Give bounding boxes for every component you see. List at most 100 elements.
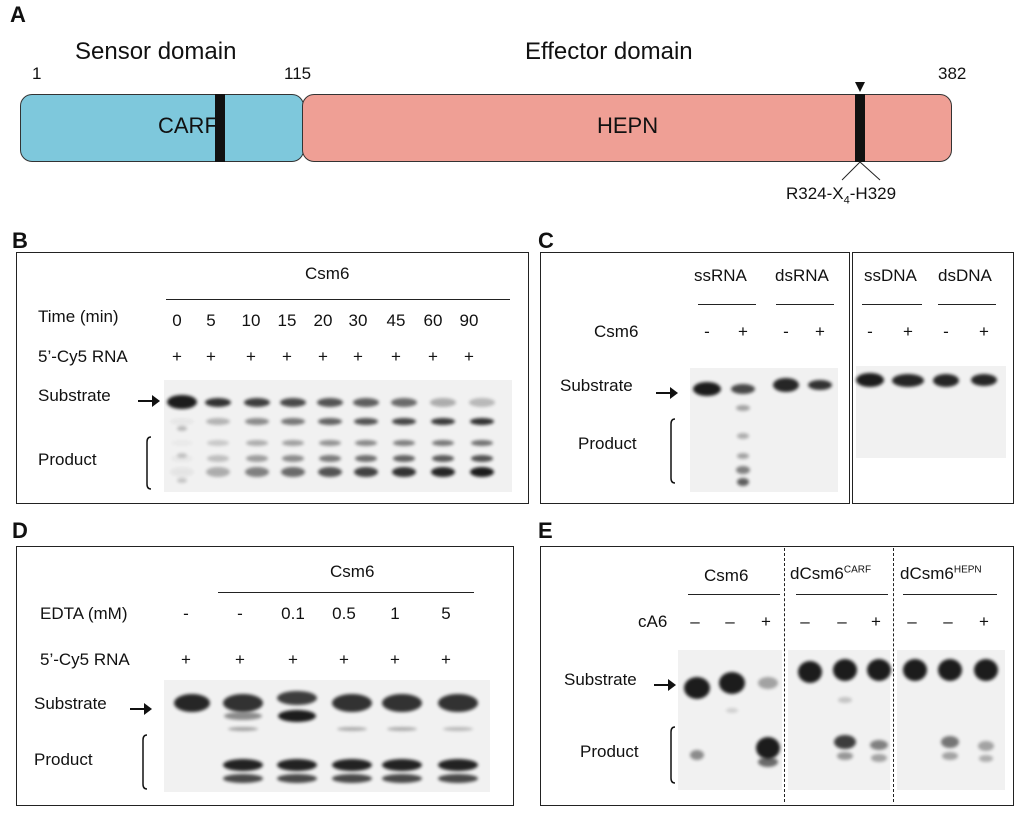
gel-band bbox=[392, 467, 416, 477]
effector-domain-title: Effector domain bbox=[525, 38, 693, 65]
gel-band bbox=[758, 677, 778, 689]
gel-band bbox=[684, 677, 710, 699]
gel-band bbox=[719, 672, 745, 694]
gel-band bbox=[223, 759, 263, 771]
gel-band bbox=[470, 467, 494, 477]
gel-band bbox=[431, 417, 455, 425]
plus-sign: + bbox=[172, 347, 182, 366]
group-line bbox=[698, 304, 756, 305]
sign: – bbox=[837, 612, 847, 631]
gel-band bbox=[871, 754, 887, 762]
gel-band bbox=[277, 773, 317, 783]
plus-sign: + bbox=[288, 650, 298, 669]
gel-band bbox=[354, 417, 378, 425]
product-label: Product bbox=[38, 450, 97, 469]
group-label-ssrna: ssRNA bbox=[694, 266, 747, 285]
gel-band bbox=[393, 440, 415, 446]
group-line bbox=[796, 594, 888, 595]
gel-band bbox=[382, 773, 422, 783]
gel-band bbox=[870, 740, 888, 750]
lane-divider bbox=[893, 548, 894, 802]
gel-band bbox=[808, 380, 832, 390]
gel-band bbox=[281, 467, 305, 477]
substrate-label: Substrate bbox=[34, 694, 107, 713]
gel-band bbox=[758, 757, 778, 767]
gel-band bbox=[867, 659, 891, 681]
gel-band bbox=[224, 712, 262, 720]
gel-band bbox=[207, 440, 229, 446]
gel-band bbox=[332, 759, 372, 771]
panel-label-d: D bbox=[12, 518, 28, 543]
plus-sign: + bbox=[246, 347, 256, 366]
gel-band bbox=[903, 659, 927, 681]
gel-band bbox=[756, 737, 780, 759]
time-value: 0 bbox=[172, 311, 182, 330]
gel-band bbox=[223, 694, 263, 712]
gel-band bbox=[177, 477, 187, 483]
gel-band bbox=[933, 373, 959, 387]
sign: + bbox=[761, 612, 771, 631]
product-label: Product bbox=[34, 750, 93, 769]
gel-band bbox=[177, 452, 187, 458]
motif-label: R324-X4-H329 bbox=[786, 184, 897, 207]
group-label-dcsm6-hepn: dCsm6HEPN bbox=[900, 564, 982, 583]
gel-band bbox=[332, 773, 372, 783]
group-line bbox=[903, 594, 997, 595]
gel-band bbox=[355, 454, 377, 462]
sign: - bbox=[943, 322, 949, 341]
hepn-motif-bar bbox=[855, 94, 865, 162]
gel-band bbox=[170, 417, 194, 425]
motif-marker-icon bbox=[841, 82, 881, 181]
gel-band bbox=[353, 397, 379, 407]
gel-band bbox=[690, 750, 704, 760]
plus-sign: + bbox=[235, 650, 245, 669]
carf-label: CARF bbox=[158, 113, 218, 138]
time-label: Time (min) bbox=[38, 307, 119, 326]
group-label-dcsm6-carf: dCsm6CARF bbox=[790, 564, 872, 583]
gel-band bbox=[246, 440, 268, 446]
sign: – bbox=[943, 612, 953, 631]
plus-sign: + bbox=[441, 650, 451, 669]
sign: – bbox=[907, 612, 917, 631]
sign: + bbox=[979, 322, 989, 341]
gel-band bbox=[317, 397, 343, 407]
plus-sign: + bbox=[181, 650, 191, 669]
sign: + bbox=[815, 322, 825, 341]
sign: – bbox=[690, 612, 700, 631]
gel-band bbox=[469, 397, 495, 407]
gel-band bbox=[438, 773, 478, 783]
gel-band bbox=[223, 773, 263, 783]
hepn-domain-box bbox=[302, 94, 952, 162]
gel-band bbox=[736, 466, 750, 474]
group-line bbox=[688, 594, 780, 595]
gel-band bbox=[337, 727, 367, 731]
gel-band bbox=[430, 397, 456, 407]
gel-band bbox=[837, 752, 853, 760]
gel-band bbox=[737, 453, 749, 459]
gel-band bbox=[443, 727, 473, 731]
gel-band bbox=[318, 417, 342, 425]
time-value: 60 bbox=[423, 311, 443, 330]
gel-band bbox=[205, 397, 231, 407]
edta-label: EDTA (mM) bbox=[40, 604, 128, 623]
gel-band bbox=[978, 741, 994, 751]
edta-value: 5 bbox=[441, 604, 451, 623]
sign: - bbox=[783, 322, 789, 341]
gel-band bbox=[938, 659, 962, 681]
gel-band bbox=[393, 454, 415, 462]
gel-band bbox=[282, 440, 304, 446]
plus-sign: + bbox=[339, 650, 349, 669]
gel-band bbox=[319, 454, 341, 462]
arrow-right-icon bbox=[654, 679, 676, 691]
time-value: 30 bbox=[348, 311, 368, 330]
gel-band bbox=[382, 694, 422, 712]
gel-band bbox=[737, 433, 749, 439]
rna-label: 5’-Cy5 RNA bbox=[38, 347, 128, 366]
panel-label-b: B bbox=[12, 228, 28, 253]
panel-b-header-line bbox=[166, 299, 510, 300]
group-label-ssdna: ssDNA bbox=[864, 266, 917, 285]
gel-band bbox=[171, 440, 193, 446]
plus-sign: + bbox=[391, 347, 401, 366]
gel-band bbox=[470, 417, 494, 425]
edta-value: 1 bbox=[390, 604, 400, 623]
